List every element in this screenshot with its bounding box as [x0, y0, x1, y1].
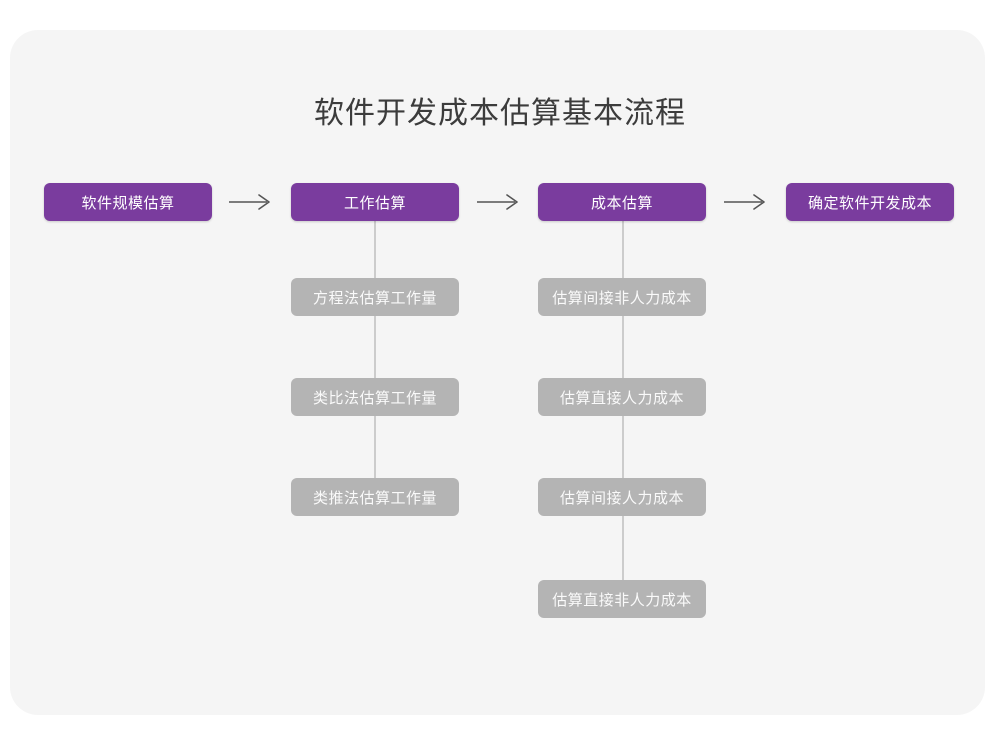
sub-step-box-direct-nonlabor-cost[interactable]: 估算直接非人力成本	[538, 580, 706, 618]
arrow-right-icon-1	[229, 192, 273, 212]
diagram-card-background	[10, 30, 985, 715]
page-title: 软件开发成本估算基本流程	[314, 97, 686, 130]
sub-step-box-inference-method-effort[interactable]: 类推法估算工作量	[291, 478, 459, 516]
sub-step-label: 估算间接人力成本	[559, 489, 684, 507]
step-label: 确定软件开发成本	[807, 194, 932, 212]
sub-step-label: 估算直接非人力成本	[552, 591, 692, 609]
step-box-cost-estimation[interactable]: 成本估算	[538, 183, 706, 221]
step-label: 软件规模估算	[81, 194, 175, 212]
arrow-right-icon-2	[477, 192, 521, 212]
sub-step-box-equation-method-effort[interactable]: 方程法估算工作量	[291, 278, 459, 316]
step-label: 成本估算	[590, 194, 653, 212]
arrow-right-icon-3	[724, 192, 768, 212]
sub-step-label: 方程法估算工作量	[312, 289, 437, 307]
sub-step-box-direct-labor-cost[interactable]: 估算直接人力成本	[538, 378, 706, 416]
step-box-work-estimation[interactable]: 工作估算	[291, 183, 459, 221]
connector-line-branch-1	[374, 221, 376, 516]
sub-step-label: 估算间接非人力成本	[552, 289, 692, 307]
step-label: 工作估算	[343, 194, 406, 212]
sub-step-box-indirect-labor-cost[interactable]: 估算间接人力成本	[538, 478, 706, 516]
step-box-determine-dev-cost[interactable]: 确定软件开发成本	[786, 183, 954, 221]
sub-step-box-analogy-method-effort[interactable]: 类比法估算工作量	[291, 378, 459, 416]
sub-step-label: 类推法估算工作量	[312, 489, 437, 507]
sub-step-label: 类比法估算工作量	[312, 389, 437, 407]
sub-step-box-indirect-nonlabor-cost[interactable]: 估算间接非人力成本	[538, 278, 706, 316]
step-box-software-scale-estimation[interactable]: 软件规模估算	[44, 183, 212, 221]
sub-step-label: 估算直接人力成本	[559, 389, 684, 407]
connector-line-branch-2	[622, 221, 624, 618]
